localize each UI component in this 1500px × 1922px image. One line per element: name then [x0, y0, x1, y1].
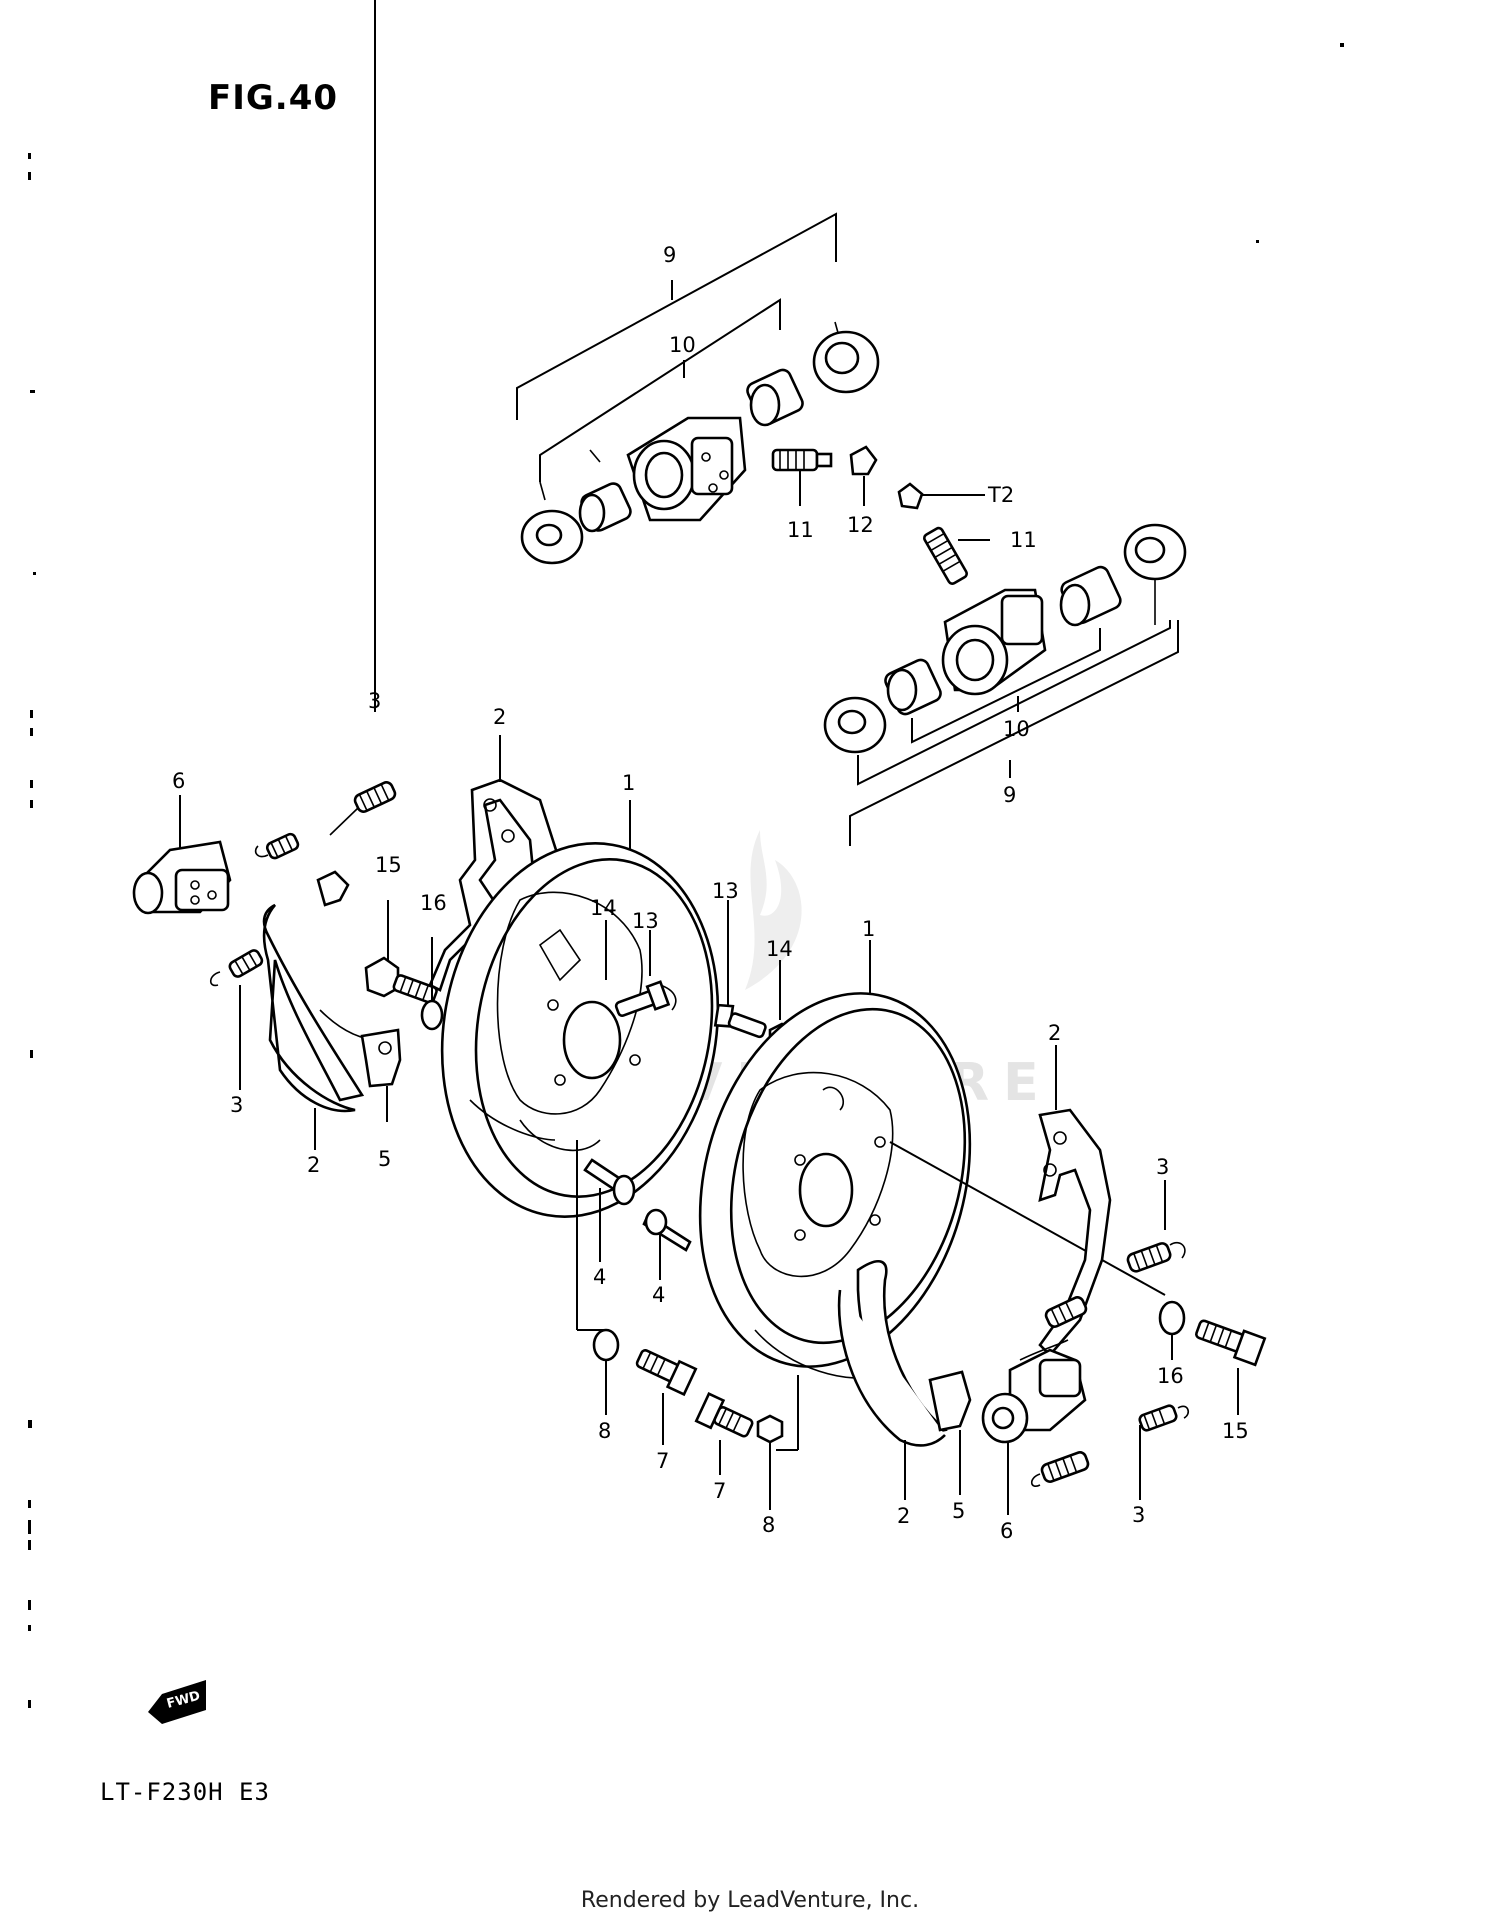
callout-16-left: 16: [420, 891, 447, 915]
callout-11-upper: 11: [787, 518, 814, 542]
callout-13-left-outer: 13: [712, 879, 739, 903]
callout-14-left-inner: 14: [590, 896, 617, 920]
callout-2-left-bottom: 2: [307, 1153, 320, 1177]
footer-credit: Rendered by LeadVenture, Inc.: [580, 1888, 920, 1913]
callout-6-left: 6: [172, 769, 185, 793]
callout-7-left: 7: [656, 1449, 669, 1473]
fwd-arrow-icon: FWD: [148, 1680, 206, 1724]
callout-11-lower: 11: [1010, 528, 1037, 552]
callout-2-right-top: 2: [1048, 1021, 1061, 1045]
callout-t2: T2: [987, 483, 1014, 507]
callout-6-right: 6: [1000, 1519, 1013, 1543]
scan-specks: [28, 43, 1344, 1708]
figure-title: FIG.40: [208, 78, 339, 118]
callout-8-right: 8: [762, 1513, 775, 1537]
callout-3-right-top: 3: [1156, 1155, 1169, 1179]
callout-5-left: 5: [378, 1147, 391, 1171]
lower-wheel-cylinder-group: [823, 482, 1187, 846]
callout-15-right: 15: [1222, 1419, 1249, 1443]
callout-5-right: 5: [952, 1499, 965, 1523]
callout-15-left: 15: [375, 853, 402, 877]
callout-2-left-top: 2: [493, 705, 506, 729]
callout-10-upper: 10: [669, 333, 696, 357]
callout-4-left: 4: [593, 1265, 606, 1289]
callout-8-left: 8: [598, 1419, 611, 1443]
callout-14-left-outer: 14: [766, 937, 793, 961]
right-brake-assembly: [698, 940, 1267, 1515]
upper-wheel-cylinder-group: [516, 212, 880, 565]
callout-13-left-inner: 13: [632, 909, 659, 933]
callout-10-lower: 10: [1003, 717, 1030, 741]
callout-9-lower: 9: [1003, 783, 1016, 807]
callout-12: 12: [847, 513, 874, 537]
callout-16-right: 16: [1157, 1364, 1184, 1388]
callout-3-left-bottom: 3: [230, 1093, 243, 1117]
callout-9-upper: 9: [663, 243, 676, 267]
callout-4-right: 4: [652, 1283, 665, 1307]
callout-7-right: 7: [713, 1479, 726, 1503]
model-label: LT-F230H E3: [100, 1778, 270, 1806]
left-brake-assembly: [132, 0, 799, 1510]
callout-1-right: 1: [862, 917, 875, 941]
callout-3-right-bottom: 3: [1132, 1503, 1145, 1527]
callout-2-right-bottom: 2: [897, 1504, 910, 1528]
callout-1-left: 1: [622, 771, 635, 795]
callout-3-left-top: 3: [368, 689, 381, 713]
callout-labels: 9 10 11 12 T2 11 10 9 3 6 2 1 15 16 14 1…: [172, 243, 1249, 1543]
